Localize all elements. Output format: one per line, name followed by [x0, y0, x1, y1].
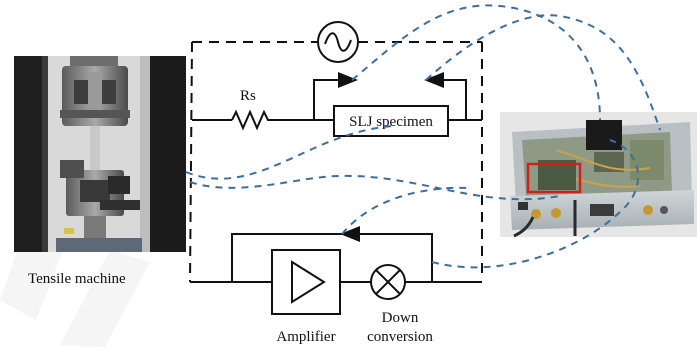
- slj-specimen-label: SLJ specimen: [349, 114, 433, 130]
- down-conversion-label-line1: Down: [382, 310, 419, 326]
- rs-label: Rs: [240, 88, 256, 104]
- electronics-board-photo: [500, 112, 697, 238]
- amplifier-label: Amplifier: [276, 329, 335, 345]
- slj-specimen-box: [333, 105, 449, 137]
- down-conversion-label-line2: conversion: [367, 329, 433, 345]
- tensile-machine-photo: [14, 56, 186, 252]
- resistor-icon: [231, 109, 272, 131]
- highlight-box: [526, 162, 582, 194]
- amplifier-triangle-icon: [271, 249, 341, 315]
- dashed-links: [185, 4, 661, 269]
- ac-source-icon: [317, 21, 359, 63]
- circuit: [189, 41, 483, 283]
- tensile-machine-label: Tensile machine: [28, 271, 126, 287]
- mixer-x-icon: [370, 264, 406, 300]
